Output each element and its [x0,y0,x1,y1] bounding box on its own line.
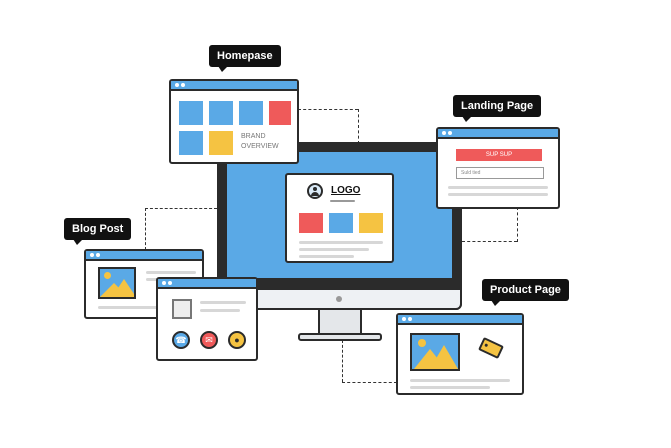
product-window [396,313,524,395]
monitor-base [298,333,382,341]
mail-icon[interactable]: ✉ [200,331,218,349]
screen-card: LOGO [285,173,394,263]
landing-signup-button[interactable]: SUP SUP [456,149,542,161]
monitor-neck [318,310,362,334]
landing-window: SUP SUP Suld tied [436,127,560,209]
tile-1 [179,101,203,125]
power-dot [336,296,342,302]
label-product: Product Page [482,279,569,306]
connector-product-v [342,340,343,382]
contact-window: ☎ ✉ ● [156,277,258,361]
label-landing: Landing Page [453,95,542,122]
brand-text-1: BRAND [241,133,266,140]
connector-homepage-v [358,109,359,144]
phone-icon[interactable]: ☎ [172,331,190,349]
user-icon [307,183,323,199]
screen-block-red [299,213,323,233]
screen-block-blue [329,213,353,233]
price-tag-icon [478,337,504,359]
landing-input[interactable]: Suld tied [456,167,544,179]
connector-landing-v [517,207,518,242]
brand-text-2: OVERVIEW [241,143,279,150]
tile-3 [239,101,263,125]
product-image [410,333,460,371]
tile-6 [209,131,233,155]
tile-5 [179,131,203,155]
homepage-window: BRAND OVERVIEW [169,79,299,164]
label-homepage: Homepase [209,45,281,72]
placeholder-square [172,299,192,319]
location-icon[interactable]: ● [228,331,246,349]
tile-2 [209,101,233,125]
tile-4 [269,101,291,125]
blog-image [98,267,136,299]
connector-blog-v [145,208,146,250]
label-blog: Blog Post [64,218,132,245]
connector-landing-2 [462,241,517,242]
screen-block-yellow [359,213,383,233]
connector-blog [145,208,217,209]
logo-text: LOGO [331,185,361,196]
connector-product [342,382,397,383]
connector-homepage [298,109,358,110]
